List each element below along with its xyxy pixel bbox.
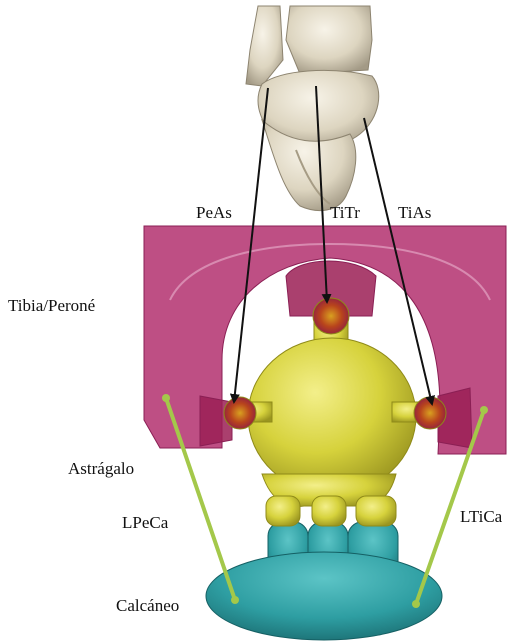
label-tibia-perone: Tibia/Peroné [8,297,95,314]
tibia-shaft [286,6,372,74]
ligament-lpeca-top-end [162,394,170,402]
ligament-lpeca-bottom-end [231,596,239,604]
label-ltica: LTiCa [460,508,502,525]
ligament-ltica-top-end [480,406,488,414]
ligament-ltica-bottom-end [412,600,420,608]
calcaneo-base [206,552,442,640]
astragalo-leg-3 [356,496,396,526]
fibula-shaft [246,6,283,86]
astragalo-leg-1 [266,496,300,526]
astragalo-right-node [414,397,446,429]
label-tias: TiAs [398,204,431,221]
label-lpeca: LPeCa [122,514,168,531]
calcaneo-body [206,522,442,640]
label-peas: PeAs [196,204,232,221]
astragalo-left-node [224,397,256,429]
label-astragalo: Astrágalo [68,460,134,477]
label-calcaneo: Calcáneo [116,597,179,614]
astragalo-core [248,338,416,494]
astragalo-body [224,298,446,526]
astragalo-top-node [313,298,349,334]
astragalo-leg-2 [312,496,346,526]
label-titr: TiTr [330,204,360,221]
